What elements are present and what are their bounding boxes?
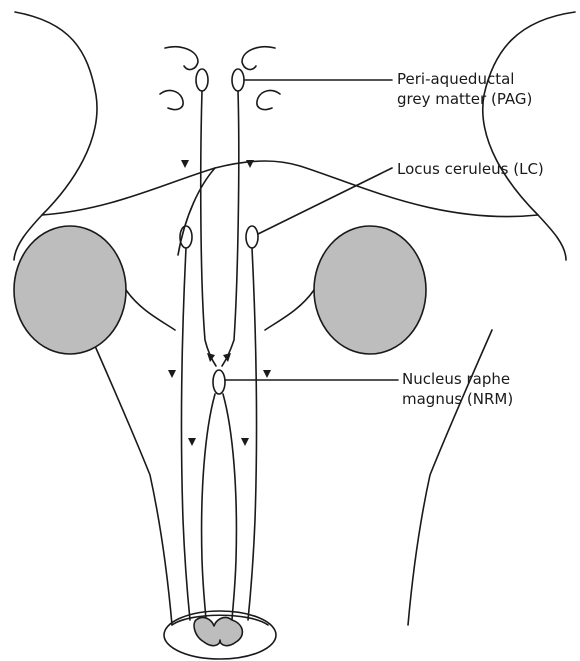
peduncle-contour-right: [265, 290, 314, 330]
arrowhead: [223, 353, 231, 362]
aqueduct-left-upper: [165, 47, 198, 70]
right-peduncle: [314, 226, 426, 354]
lc-label: Locus ceruleus (LC): [397, 160, 544, 179]
arrowhead: [207, 353, 215, 362]
spinal-grey-matter: [194, 618, 242, 646]
brainstem-outline-right: [483, 12, 575, 260]
arrowhead: [263, 370, 271, 378]
arrowhead: [241, 438, 249, 446]
medulla-outline-left: [88, 330, 172, 625]
lc-pathway-right: [248, 248, 256, 620]
left-peduncle: [14, 226, 126, 354]
arrowhead: [188, 438, 196, 446]
lc-pathway-left: [182, 248, 190, 620]
lc-leader: [258, 168, 392, 234]
nrm-label-line1: Nucleus raphe: [402, 370, 510, 389]
brainstem-outline-left: [14, 12, 97, 260]
nrm-label-line2: magnus (NRM): [402, 390, 513, 409]
arrowhead: [168, 370, 176, 378]
nrm: [213, 370, 225, 394]
arrowhead: [246, 160, 254, 168]
nrm-pathway-left: [202, 394, 215, 620]
aqueduct-right-lower: [257, 91, 280, 110]
peduncle-contour-left: [126, 290, 175, 330]
pons-lower-left: [178, 168, 215, 255]
arrowhead: [181, 160, 189, 168]
pag-nrm-pathway-right: [222, 91, 239, 366]
pag-label-line1: Peri-aqueductal: [397, 70, 514, 89]
pag-label-line2: grey matter (PAG): [397, 90, 532, 109]
nrm-pathway-right: [223, 394, 236, 620]
pag-right: [232, 69, 244, 91]
lc-right: [246, 226, 258, 248]
pag-left: [196, 69, 208, 91]
aqueduct-left-lower: [160, 91, 183, 110]
pag-nrm-pathway-left: [201, 91, 216, 366]
aqueduct-right-upper: [242, 47, 275, 70]
